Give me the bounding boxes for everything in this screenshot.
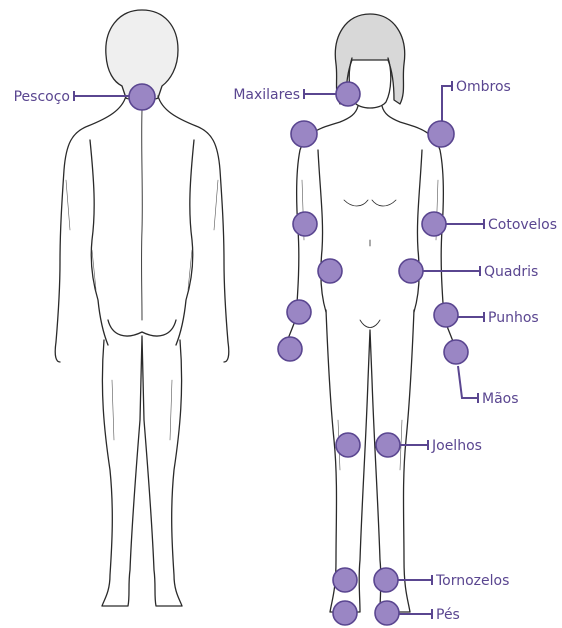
joint-hand-right <box>278 337 302 361</box>
joint-shoulder-left <box>428 121 454 147</box>
joint-jaw <box>336 82 360 106</box>
label-jaw: Maxilares <box>233 87 300 103</box>
label-knees: Joelhos <box>431 438 482 454</box>
label-wrists: Punhos <box>488 310 539 326</box>
leader-hands <box>458 366 478 398</box>
back-buttocks <box>108 320 176 336</box>
front-details <box>344 200 396 328</box>
joint-shoulder-right <box>291 121 317 147</box>
joint-knee-right <box>336 433 360 457</box>
label-elbows: Cotovelos <box>488 217 557 233</box>
joint-wrist-right <box>287 300 311 324</box>
label-feet: Pés <box>436 607 460 623</box>
label-hips: Quadris <box>484 264 538 280</box>
front-torso <box>318 150 422 312</box>
joint-hand-left <box>444 340 468 364</box>
joint-foot-right <box>333 601 357 625</box>
joint-elbow-left <box>422 212 446 236</box>
joint-hip-right <box>318 259 342 283</box>
joint-ankle-left <box>374 568 398 592</box>
joint-ankle-right <box>333 568 357 592</box>
label-ankles: Tornozelos <box>435 573 509 589</box>
joint-wrist-left <box>434 303 458 327</box>
label-hands: Mãos <box>482 391 519 407</box>
joint-knee-left <box>376 433 400 457</box>
back-legs <box>102 336 182 606</box>
label-neck: Pescoço <box>14 89 70 105</box>
joint-neck <box>129 84 155 110</box>
joint-elbow-right <box>293 212 317 236</box>
back-spine <box>142 110 143 320</box>
joint-hip-left <box>399 259 423 283</box>
label-shoulders: Ombros <box>456 79 511 95</box>
joint-foot-left <box>375 601 399 625</box>
front-legs <box>326 310 414 612</box>
